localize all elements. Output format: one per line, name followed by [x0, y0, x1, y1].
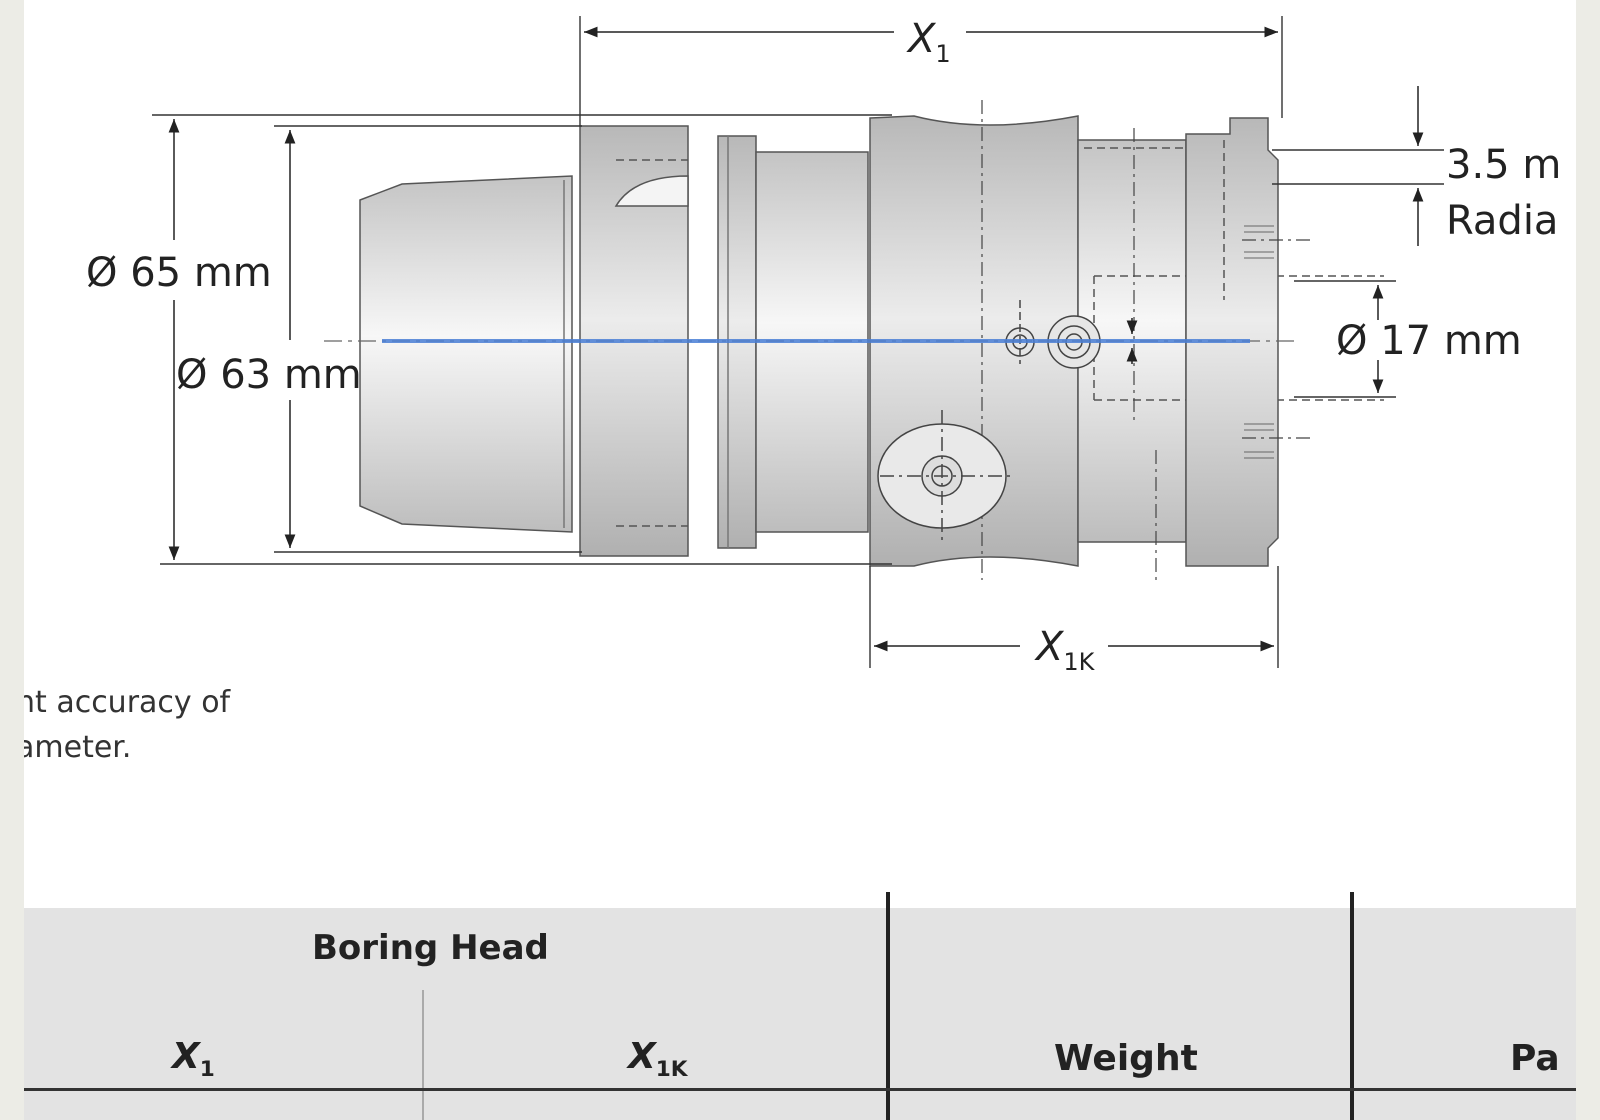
dim-x1k-subscript: 1K: [1063, 648, 1095, 676]
dia-17-label: Ø 17 mm: [1336, 318, 1522, 364]
dim-x1-label: X: [906, 16, 937, 62]
radial-offset-label: 3.5 m: [1446, 142, 1561, 188]
svg-text:X1: X1: [906, 16, 951, 68]
taper-shank: [359, 175, 573, 533]
dia-65-label: Ø 65 mm: [86, 250, 272, 296]
column-divider-part: [1350, 892, 1354, 1120]
header-bottom-rule: [24, 1088, 1576, 1091]
dim-x1k-label: X: [1034, 624, 1065, 670]
svg-text:X1K: X1K: [1034, 624, 1096, 676]
radial-label: Radia: [1446, 198, 1558, 244]
col-x1k-subscript: 1K: [655, 1057, 688, 1083]
col-x1k-label: X: [628, 1036, 656, 1077]
dimension-x1: X1: [579, 16, 1283, 126]
dimension-dia-17: Ø 17 mm: [1294, 280, 1522, 398]
note-line-1: nt accuracy of: [24, 685, 231, 720]
accuracy-note: nt accuracy of ameter.: [24, 680, 316, 770]
dimension-dia-63: Ø 63 mm: [176, 125, 582, 553]
col-header-weight: Weight: [1054, 1038, 1198, 1079]
clamp-screw-icon: [877, 410, 1014, 540]
col-header-x1k: X1K: [628, 1036, 688, 1082]
tool-holder-drawing: X1 X1K Ø 65 mm Ø 63 mm: [86, 16, 1561, 676]
col-header-part: Pa: [1510, 1038, 1560, 1079]
dimension-x1k: X1K: [869, 566, 1279, 676]
document-page: X1 X1K Ø 65 mm Ø 63 mm: [24, 0, 1576, 1120]
col-header-x1: X1: [172, 1036, 215, 1082]
dim-x1-subscript: 1: [935, 40, 950, 68]
dimension-radial: 3.5 m Radia: [1272, 86, 1561, 246]
column-divider-weight: [886, 892, 890, 1120]
col-x1-label: X: [172, 1036, 200, 1077]
note-line-2: ameter.: [24, 730, 132, 765]
spec-table-header: Boring Head X1 X1K Weight Pa: [24, 892, 1576, 1120]
dimension-dia-65: Ø 65 mm: [86, 114, 892, 565]
dia-63-label: Ø 63 mm: [176, 352, 362, 398]
col-x1-subscript: 1: [199, 1057, 215, 1083]
boring-head-header: Boring Head: [312, 928, 549, 968]
column-divider-x1: [422, 990, 424, 1120]
